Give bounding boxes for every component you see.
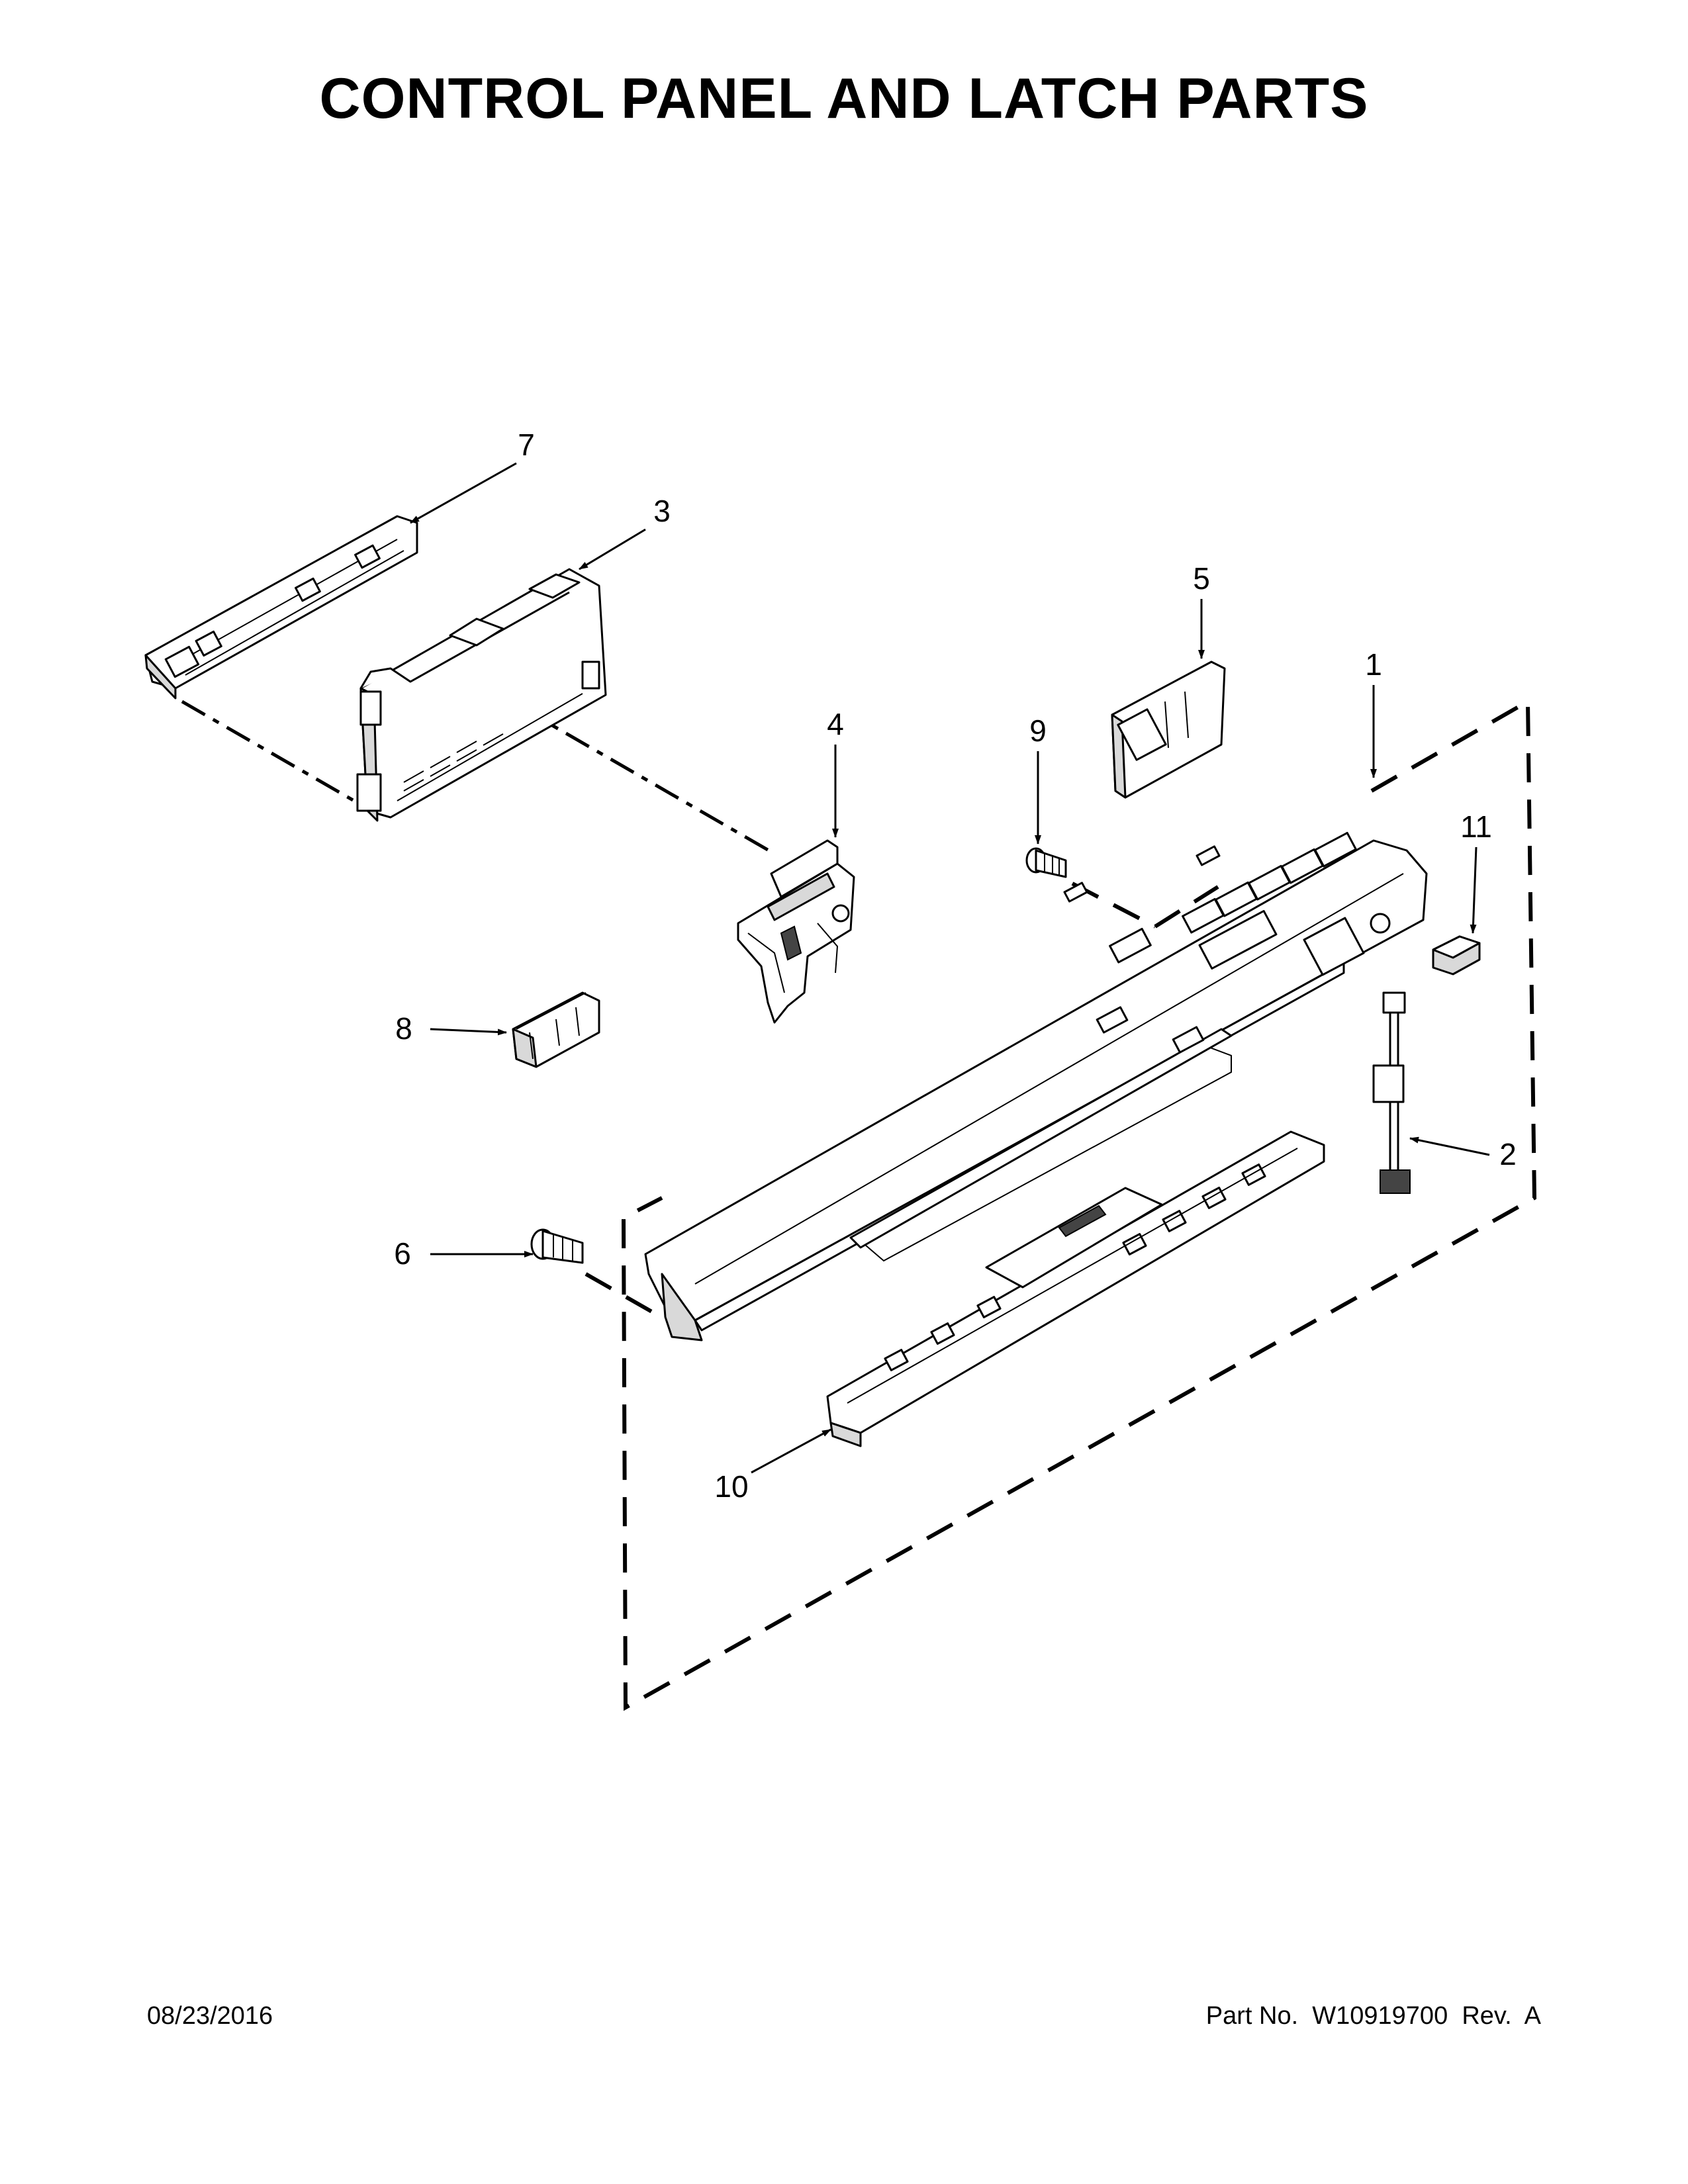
leader-11 [1470,846,1477,934]
leader-7 [410,462,517,524]
alignment-line-6 [585,1272,657,1316]
assembly-boundary [621,698,1537,1711]
footer-part-number: Part No. W10919700 Rev. A [1205,2002,1541,2030]
callout-5: 5 [1193,561,1210,596]
part-7-bracket [144,515,418,700]
callout-10: 10 [714,1469,748,1504]
leader-2 [1409,1136,1490,1156]
part-6-screw [530,1228,584,1264]
part-3-control-board [356,568,607,822]
callout-9: 9 [1029,713,1047,748]
page-title: CONTROL PANEL AND LATCH PARTS [319,67,1369,130]
part-8-clip [512,991,600,1068]
part-10-ui-board [826,1130,1325,1447]
callout-4: 4 [827,707,844,741]
part-5-bracket [1111,660,1226,799]
callout-3: 3 [653,494,671,528]
alignment-line-1-top [1154,885,1219,929]
footer-date: 08/23/2016 [147,2002,273,2030]
part-9-screw [1025,847,1067,878]
callout-11: 11 [1460,809,1492,844]
alignment-line-7-3 [181,700,355,803]
leader-8 [430,1028,507,1036]
callout-6: 6 [394,1236,411,1271]
part-2-wire-harness [1372,991,1411,1194]
callout-7: 7 [518,428,535,462]
callout-2: 2 [1499,1137,1517,1171]
part-1-control-panel [644,831,1428,1342]
part-4-latch [737,839,855,1024]
callout-8: 8 [395,1011,412,1046]
callout-1: 1 [1365,647,1382,682]
leader-3 [579,528,646,570]
leader-10 [751,1428,831,1474]
part-11-button [1432,935,1481,976]
